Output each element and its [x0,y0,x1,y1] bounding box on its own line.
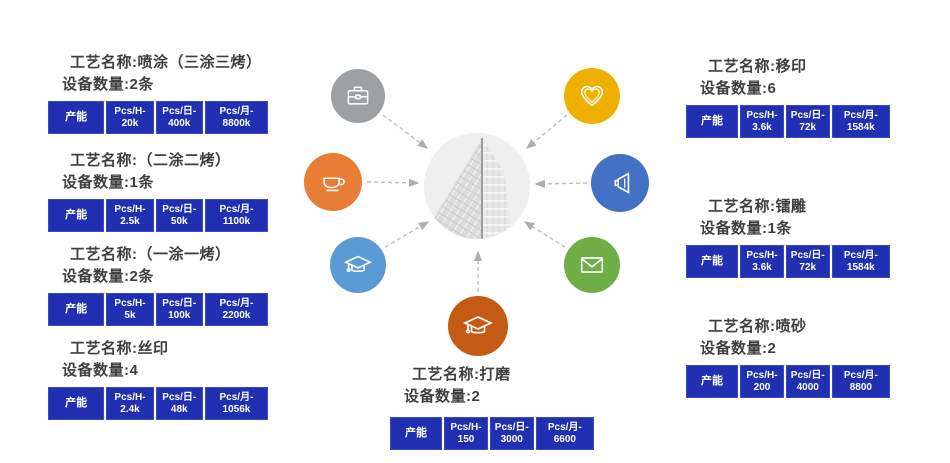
equipment-qty: 设备数量:1条 [62,174,154,191]
capacity-cell: Pcs/月-8800k [204,101,269,134]
equipment-qty: 设备数量:6 [700,80,777,97]
process-block-2coat: 工艺名称:（二涂二烤） 设备数量:1条 产能 Pcs/H-2.5k Pcs/日-… [48,150,269,232]
capacity-header: 产能 [48,199,105,232]
process-name: 工艺名称:（一涂一烤） [70,246,231,263]
capacity-cell: Pcs/H-200 [740,365,784,398]
capacity-cell: Pcs/月-6600 [535,417,595,450]
capacity-table: 产能 Pcs/H-3.6k Pcs/日-72k Pcs/月-1584k [686,105,891,138]
process-name: 工艺名称:喷砂 [708,318,807,335]
capacity-header: 产能 [686,245,739,278]
capacity-cell: Pcs/日-50k [155,199,203,232]
process-block-sandblast: 工艺名称:喷砂 设备数量:2 产能 Pcs/H-200 Pcs/日-4000 P… [686,316,891,398]
equipment-qty: 设备数量:2条 [62,268,154,285]
capacity-cell: Pcs/H-2.4k [106,387,154,420]
graduation-cap-icon [448,296,508,356]
capacity-cell: Pcs/日-72k [785,105,830,138]
equipment-qty: 设备数量:2 [404,388,481,405]
process-name: 工艺名称:镭雕 [708,198,807,215]
capacity-cell: Pcs/H-3.6k [740,105,784,138]
capacity-cell: Pcs/月-8800 [831,365,891,398]
process-name: 工艺名称:（二涂二烤） [70,152,231,169]
capacity-cell: Pcs/H-3.6k [740,245,784,278]
process-block-grinding: 工艺名称:打磨 设备数量:2 产能 Pcs/H-150 Pcs/日-3000 P… [390,364,595,450]
process-name: 工艺名称:移印 [708,58,807,75]
graduation-cap-icon [330,237,386,293]
process-block-silkscreen: 工艺名称:丝印 设备数量:4 产能 Pcs/H-2.4k Pcs/日-48k P… [48,338,269,420]
capacity-header: 产能 [48,387,105,420]
coffee-cup-icon [304,153,362,211]
capacity-header: 产能 [390,417,443,450]
capacity-cell: Pcs/日-48k [155,387,203,420]
capacity-cell: Pcs/月-1100k [204,199,269,232]
capacity-cell: Pcs/日-100k [155,293,203,326]
capacity-table: 产能 Pcs/H-200 Pcs/日-4000 Pcs/月-8800 [686,365,891,398]
capacity-table: 产能 Pcs/H-3.6k Pcs/日-72k Pcs/月-1584k [686,245,891,278]
heart-icon [564,68,620,124]
process-block-padprint: 工艺名称:移印 设备数量:6 产能 Pcs/H-3.6k Pcs/日-72k P… [686,56,891,138]
capacity-table: 产能 Pcs/H-20k Pcs/日-400k Pcs/月-8800k [48,101,269,134]
building-photo [424,133,530,239]
envelope-icon [564,237,620,293]
capacity-cell: Pcs/日-4000 [785,365,830,398]
capacity-cell: Pcs/H-5k [106,293,154,326]
capacity-cell: Pcs/月-1584k [831,245,891,278]
equipment-qty: 设备数量:4 [62,362,139,379]
capacity-header: 产能 [686,105,739,138]
capacity-header: 产能 [48,293,105,326]
capacity-cell: Pcs/月-2200k [204,293,269,326]
speaker-icon [591,154,649,212]
capacity-cell: Pcs/日-3000 [489,417,534,450]
equipment-qty: 设备数量:2 [700,340,777,357]
capacity-header: 产能 [686,365,739,398]
equipment-qty: 设备数量:2条 [62,76,154,93]
process-name: 工艺名称:喷涂（三涂三烤） [70,54,262,71]
capacity-cell: Pcs/H-150 [444,417,488,450]
capacity-cell: Pcs/H-20k [106,101,154,134]
capacity-header: 产能 [48,101,105,134]
capacity-cell: Pcs/日-72k [785,245,830,278]
capacity-table: 产能 Pcs/H-2.4k Pcs/日-48k Pcs/月-1056k [48,387,269,420]
process-block-spray-3coat: 工艺名称:喷涂（三涂三烤） 设备数量:2条 产能 Pcs/H-20k Pcs/日… [48,52,269,134]
capacity-cell: Pcs/月-1584k [831,105,891,138]
capacity-cell: Pcs/日-400k [155,101,203,134]
process-name: 工艺名称:丝印 [70,340,169,357]
capacity-table: 产能 Pcs/H-2.5k Pcs/日-50k Pcs/月-1100k [48,199,269,232]
capacity-table: 产能 Pcs/H-150 Pcs/日-3000 Pcs/月-6600 [390,417,595,450]
equipment-qty: 设备数量:1条 [700,220,792,237]
capacity-cell: Pcs/H-2.5k [106,199,154,232]
process-block-laser: 工艺名称:镭雕 设备数量:1条 产能 Pcs/H-3.6k Pcs/日-72k … [686,196,891,278]
process-name: 工艺名称:打磨 [412,366,511,383]
briefcase-icon [331,69,385,123]
capacity-cell: Pcs/月-1056k [204,387,269,420]
process-block-1coat: 工艺名称:（一涂一烤） 设备数量:2条 产能 Pcs/H-5k Pcs/日-10… [48,244,269,326]
capacity-table: 产能 Pcs/H-5k Pcs/日-100k Pcs/月-2200k [48,293,269,326]
